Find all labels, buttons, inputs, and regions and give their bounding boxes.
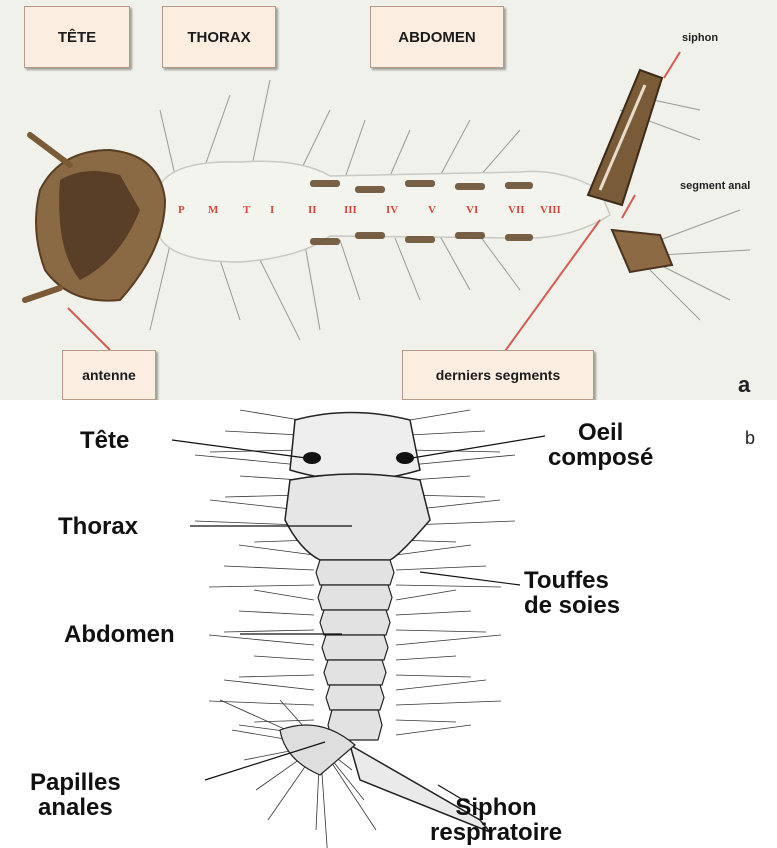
drawing-label-oeil-compose: Oeil composé xyxy=(548,420,653,470)
drawing-label-abdomen: Abdomen xyxy=(64,622,175,647)
segment-numeral: P xyxy=(178,204,185,216)
panel-b-drawing: Tête Oeil composé Thorax Touffes de soie… xyxy=(0,400,777,848)
drawing-thorax xyxy=(285,474,430,560)
segment-numeral: VI xyxy=(466,204,478,216)
segment-numeral: M xyxy=(208,204,218,216)
label-antenne-box: antenne xyxy=(62,350,156,400)
segment-numeral: IV xyxy=(386,204,398,216)
label-thorax-box: THORAX xyxy=(162,6,276,68)
label-abdomen-box: ABDOMEN xyxy=(370,6,504,68)
label-siphon: siphon xyxy=(682,32,718,44)
drawing-label-tete: Tête xyxy=(80,428,129,453)
drawing-label-papilles-anales: Papilles anales xyxy=(30,770,121,820)
segment-numeral: VIII xyxy=(540,204,561,216)
drawing-label-siphon-respiratoire: Siphon respiratoire xyxy=(430,795,562,845)
segment-numeral: I xyxy=(270,204,274,216)
panel-a-marker: a xyxy=(738,372,750,398)
anal-segment xyxy=(612,230,672,272)
segment-numeral: II xyxy=(308,204,317,216)
segment-numeral: VII xyxy=(508,204,525,216)
compound-eye-right xyxy=(396,452,414,464)
panel-b-marker: b xyxy=(745,428,755,449)
label-derniers-segments-box: derniers segments xyxy=(402,350,594,400)
siphon-tube xyxy=(588,70,662,205)
label-tete-box: TÊTE xyxy=(24,6,130,68)
segment-numeral: T xyxy=(243,204,250,216)
drawing-label-thorax: Thorax xyxy=(58,514,138,539)
label-segment-anal: segment anal xyxy=(680,180,750,192)
drawing-label-touffes-de-soies: Touffes de soies xyxy=(524,568,620,618)
segment-numeral: V xyxy=(428,204,436,216)
drawing-head xyxy=(290,413,420,481)
segment-numeral: III xyxy=(344,204,357,216)
